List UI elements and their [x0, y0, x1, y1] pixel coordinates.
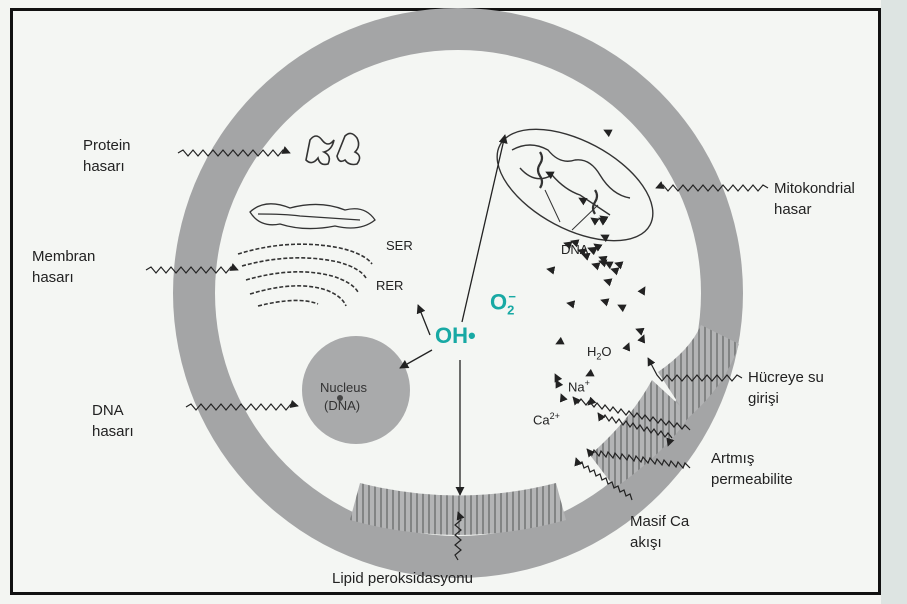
mito-dna-label: DNA — [561, 240, 588, 259]
mito-label-line1: Mitokondrial — [774, 179, 855, 198]
membrane-label-line2: hasarı — [32, 268, 74, 287]
ser-label: SER — [386, 236, 413, 255]
dna-label-line1: DNA — [92, 401, 124, 420]
protein-label-line2: hasarı — [83, 157, 125, 176]
water-label-line1: Hücreye su — [748, 368, 824, 387]
hydroxyl-radical-label: OH• — [435, 324, 476, 348]
nucleus-label-line2: (DNA) — [324, 396, 360, 415]
cell-membrane-ring — [173, 8, 743, 578]
perm-label-line1: Artmış — [711, 449, 754, 468]
ca-label-line1: Masif Ca — [630, 512, 689, 531]
superoxide-label: O2− — [490, 285, 516, 323]
dna-label-line2: hasarı — [92, 422, 134, 441]
water-label-line2: girişi — [748, 389, 779, 408]
ca-label-line2: akışı — [630, 533, 662, 552]
sodium-ion-label: Na+ — [568, 374, 590, 396]
mito-label-line2: hasar — [774, 200, 812, 219]
calcium-ion-label: Ca2+ — [533, 407, 560, 429]
water-molecule-label: H2O — [587, 342, 612, 367]
perm-label-line2: permeabilite — [711, 470, 793, 489]
rer-label: RER — [376, 276, 403, 295]
membrane-label-line1: Membran — [32, 247, 95, 266]
lipid-label: Lipid peroksidasyonu — [332, 569, 473, 588]
nucleus-label-line1: Nucleus — [320, 378, 367, 397]
protein-label-line1: Protein — [83, 136, 131, 155]
